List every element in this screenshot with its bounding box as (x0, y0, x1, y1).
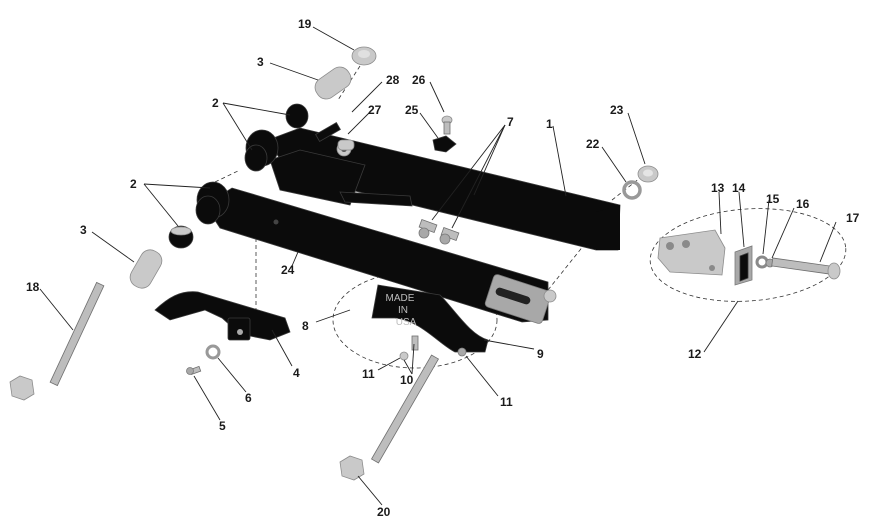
swingarm (196, 127, 621, 324)
callout-4: 4 (293, 366, 300, 380)
callout-11-left: 11 (362, 367, 375, 381)
callout-3-upper: 3 (257, 55, 264, 69)
callout-1: 1 (546, 117, 553, 131)
callout-3-lower: 3 (80, 223, 87, 237)
callout-labels: 19 3 28 26 2 27 25 7 1 23 22 2 13 14 15 … (26, 17, 860, 519)
callout-12: 12 (688, 347, 702, 361)
callout-17: 17 (846, 211, 860, 225)
stand-bracket: MADE IN USA (371, 284, 489, 353)
bracket-bolts (418, 218, 460, 245)
callout-15: 15 (766, 192, 780, 206)
chain-guard (154, 291, 291, 341)
callout-18: 18 (26, 280, 40, 294)
callout-11-right: 11 (500, 395, 513, 409)
leader-lines (39, 26, 837, 506)
callout-9: 9 (537, 347, 544, 361)
chain-adjuster-assembly (657, 229, 841, 286)
callout-25: 25 (405, 103, 419, 117)
axle-nut-washer (622, 165, 659, 200)
stand-bolt (339, 354, 440, 481)
callout-5: 5 (219, 419, 226, 433)
pivot-nut (351, 46, 377, 66)
pivot-sleeves (129, 66, 352, 289)
callout-27: 27 (368, 103, 382, 117)
callout-7: 7 (507, 115, 514, 129)
grease-fitting-parts (315, 115, 457, 153)
callout-2-lower: 2 (130, 177, 137, 191)
callout-23: 23 (610, 103, 624, 117)
callout-14: 14 (732, 181, 746, 195)
pivot-bolt (9, 281, 105, 401)
callout-22: 22 (586, 137, 600, 151)
callout-13: 13 (711, 181, 725, 195)
pivot-bushings (168, 103, 309, 249)
small-hardware (186, 335, 467, 376)
made-in-usa-stamp-line-2: IN (398, 305, 408, 316)
callout-10: 10 (400, 373, 414, 387)
callout-28: 28 (386, 73, 400, 87)
callout-8: 8 (302, 319, 309, 333)
callout-26: 26 (412, 73, 426, 87)
callout-19: 19 (298, 17, 312, 31)
callout-2-upper: 2 (212, 96, 219, 110)
callout-20: 20 (377, 505, 391, 519)
callout-24: 24 (281, 263, 295, 277)
made-in-usa-stamp-line-1: MADE (386, 293, 415, 304)
callout-6: 6 (245, 391, 252, 405)
callout-16: 16 (796, 197, 810, 211)
made-in-usa-stamp-line-3: USA (396, 317, 417, 328)
